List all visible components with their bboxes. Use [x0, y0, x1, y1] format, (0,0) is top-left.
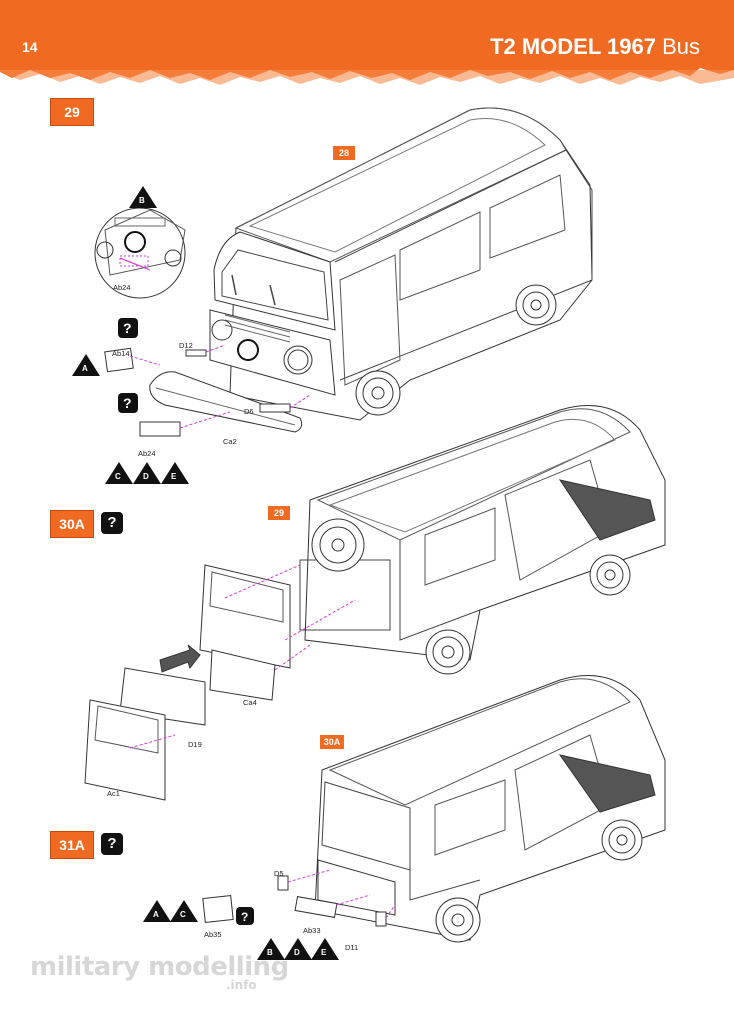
- part-label: Ab14: [112, 349, 130, 358]
- part-label: D19: [188, 740, 202, 749]
- question-icon: ?: [241, 910, 248, 924]
- tail-parts: [202, 869, 396, 927]
- page-title: T2 MODEL 1967 Bus: [490, 34, 700, 60]
- step-29-label: 29: [50, 98, 94, 126]
- ref-tag-29: 29: [268, 506, 290, 520]
- marker-letter: A: [153, 910, 159, 919]
- marker-letter: E: [321, 948, 327, 957]
- question-icon: ?: [123, 395, 132, 411]
- part-label: Ac1: [107, 789, 120, 798]
- part-label: D5: [274, 869, 284, 878]
- marker-letter: D: [294, 948, 300, 957]
- part-label: Ab24: [138, 449, 156, 458]
- marker-letter: B: [139, 196, 145, 205]
- page-header: 14 T2 MODEL 1967 Bus: [0, 0, 734, 95]
- bus-rear-view-tailgate: [314, 675, 666, 943]
- page-number: 14: [22, 39, 38, 55]
- part-label: Ab24: [113, 283, 131, 292]
- watermark-logo: military modelling: [30, 952, 289, 982]
- bumper-parts: [104, 344, 311, 437]
- marker-letter: D: [143, 472, 149, 481]
- watermark-suffix: .info: [226, 978, 257, 992]
- question-icon: ?: [101, 512, 123, 534]
- part-label: Ab35: [204, 930, 222, 939]
- step-31a-label: 31A: [50, 831, 94, 859]
- model-name: T2 MODEL 1967: [490, 34, 656, 59]
- ref-tag-28: 28: [333, 146, 355, 160]
- part-label: Ca4: [243, 698, 257, 707]
- step-30a-label: 30A: [50, 510, 94, 538]
- bus-front-view: [209, 107, 593, 421]
- question-icon: ?: [101, 833, 123, 855]
- model-type: Bus: [662, 34, 700, 59]
- marker-letter: B: [267, 948, 273, 957]
- marker-letter: C: [180, 910, 186, 919]
- marker-letter: A: [82, 364, 88, 373]
- header-banner: [0, 0, 734, 85]
- ref-tag-30a: 30A: [320, 735, 344, 749]
- marker-letter: C: [115, 472, 121, 481]
- detail-inset-front: [94, 207, 186, 299]
- marker-letter: E: [171, 472, 177, 481]
- rear-hatch-parts: [84, 564, 356, 801]
- part-label: D6: [244, 407, 254, 416]
- part-label: D12: [179, 341, 193, 350]
- question-icon: ?: [123, 320, 132, 336]
- help-icons-step29: [118, 318, 254, 925]
- bus-rear-view: [299, 405, 666, 675]
- part-label: Ca2: [223, 437, 237, 446]
- part-label: D11: [345, 943, 359, 952]
- marker-triangles: [72, 186, 339, 960]
- part-label: Ab33: [303, 926, 321, 935]
